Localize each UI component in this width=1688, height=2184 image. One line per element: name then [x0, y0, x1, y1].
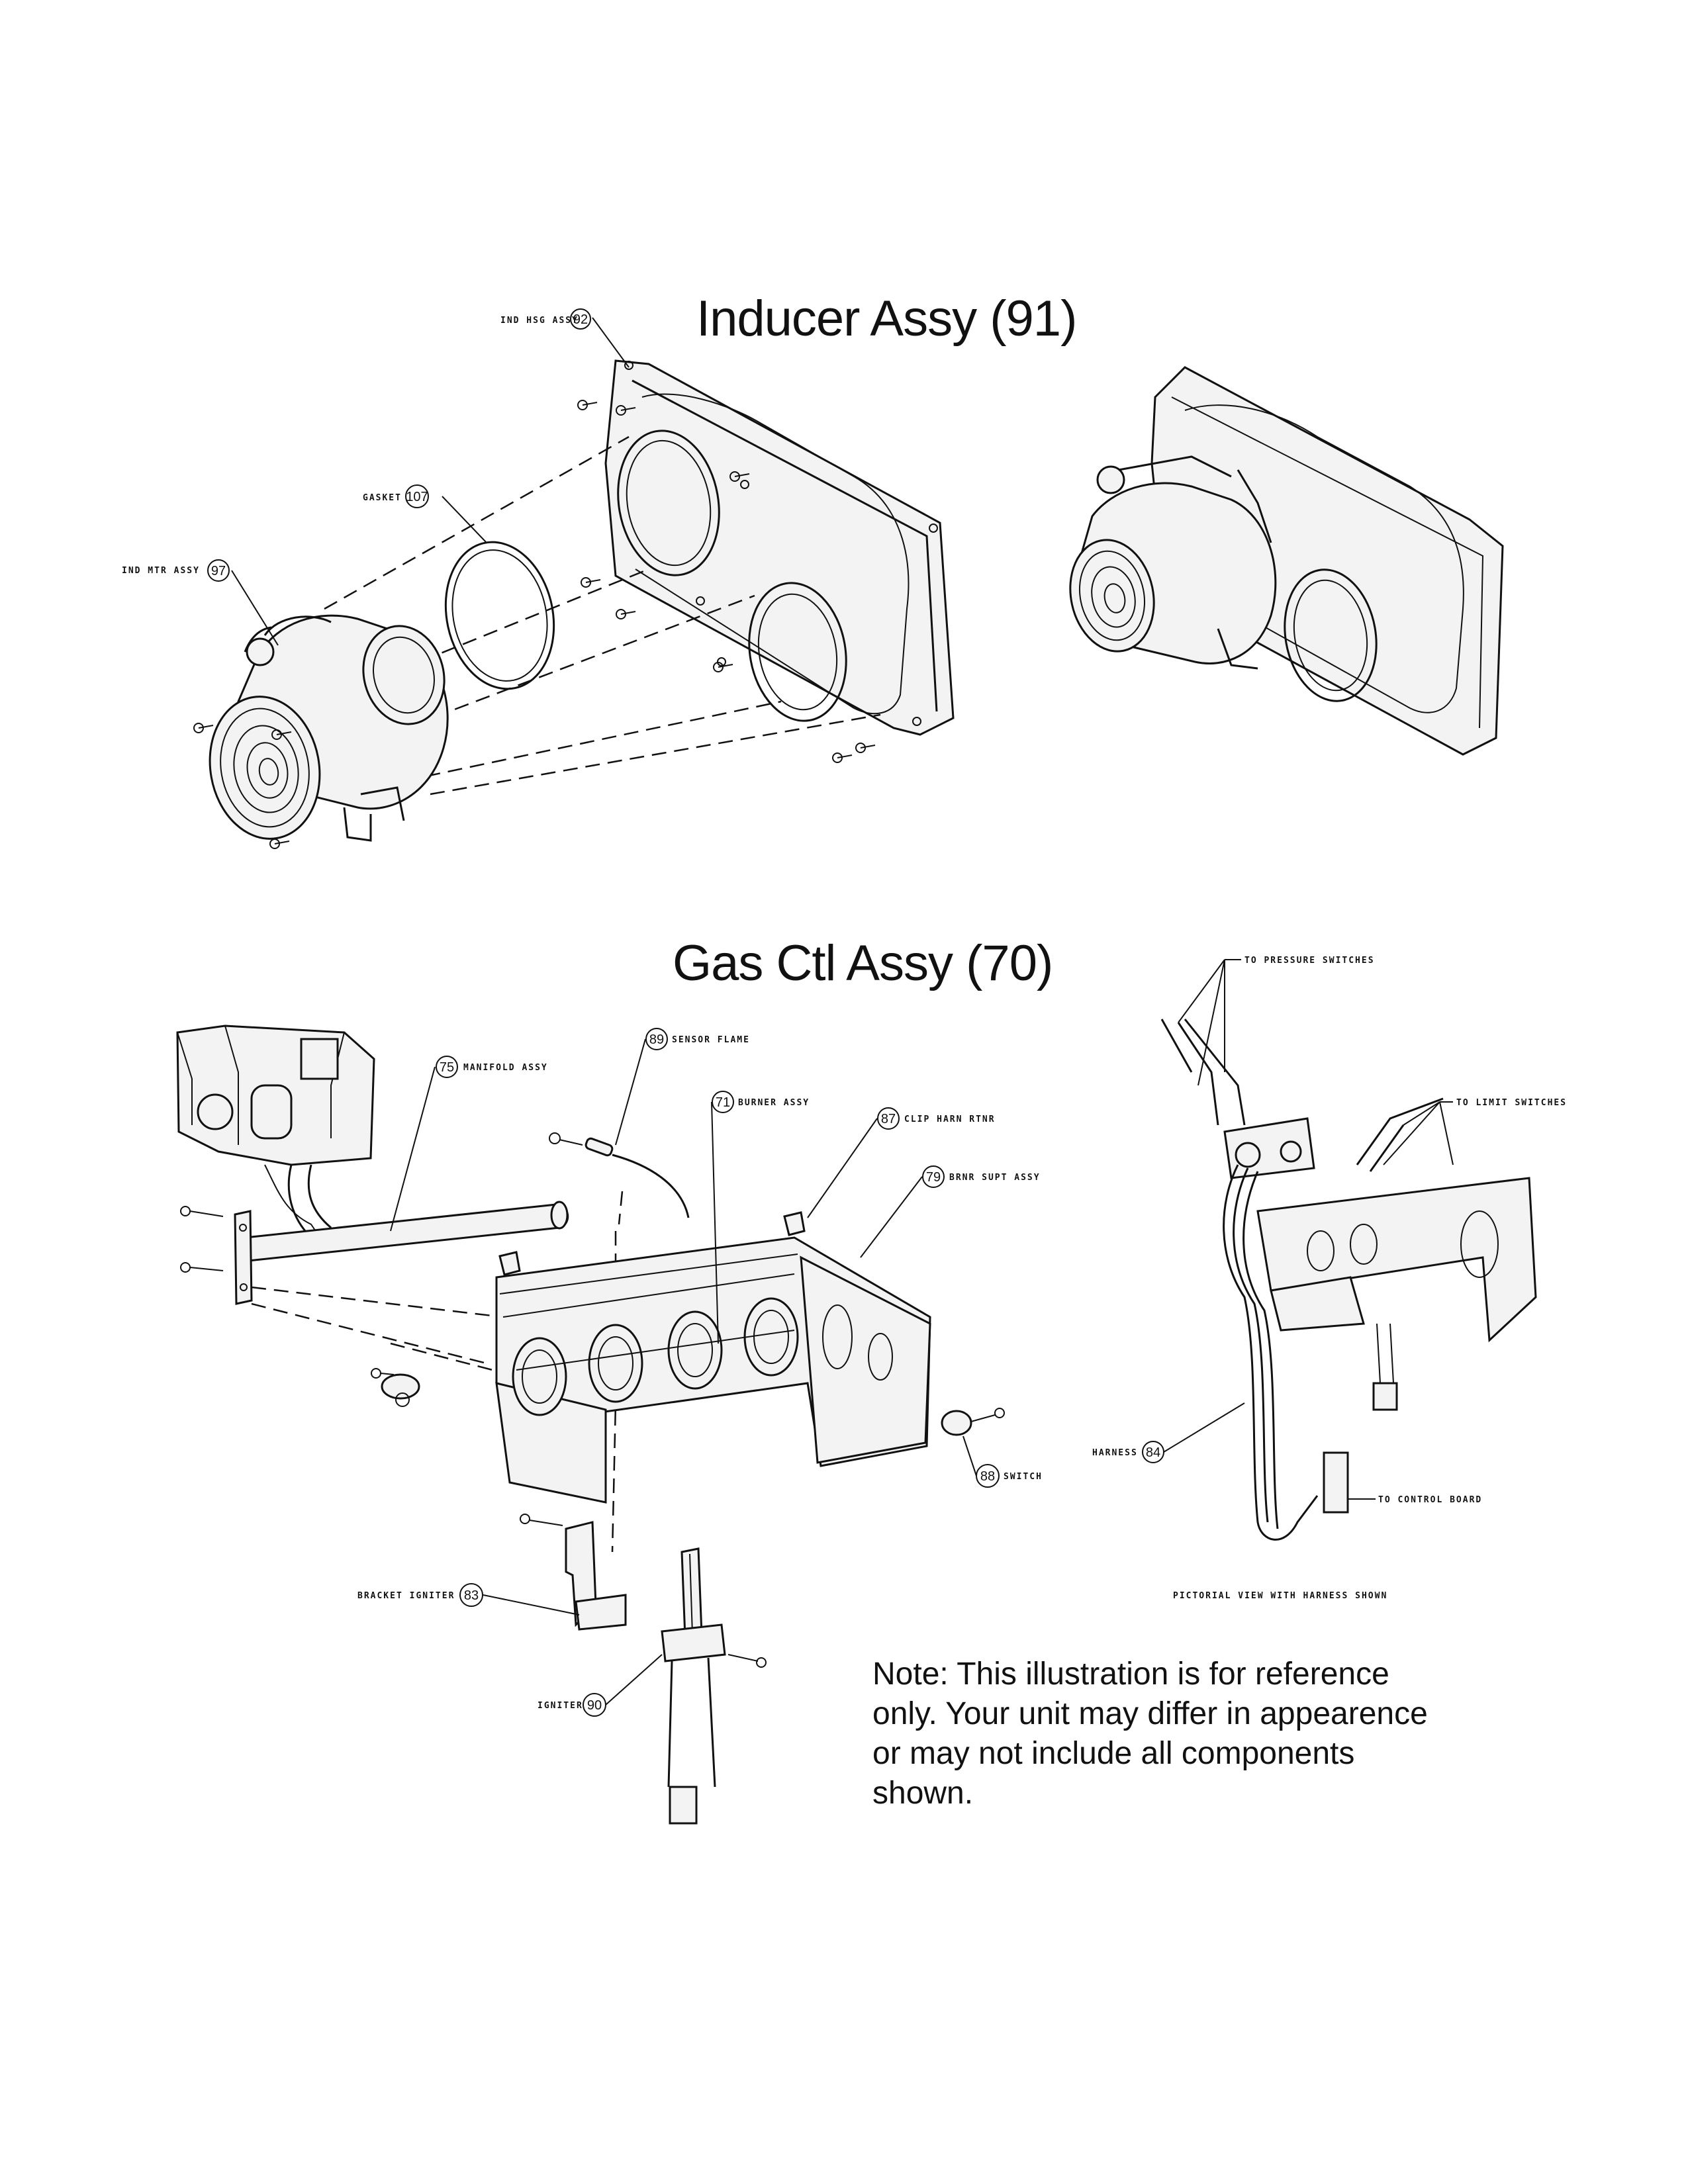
callout-brnr-supt: 79 BRNR SUPT ASSY: [922, 1165, 1041, 1188]
manifold-screws: [180, 1206, 224, 1273]
callout-number: 75: [440, 1060, 454, 1075]
callout-label: BRACKET IGNITER: [357, 1591, 455, 1601]
callout-number: 89: [649, 1032, 664, 1047]
callout-label: IND MTR ASSY: [122, 566, 200, 576]
callout-switch: 88 SWITCH: [976, 1464, 1043, 1488]
callout-label: BRNR SUPT ASSY: [949, 1173, 1041, 1183]
to-limit-switches-label: TO LIMIT SWITCHES: [1456, 1098, 1567, 1108]
manifold-pipe: [234, 1201, 569, 1305]
callout-number: 71: [716, 1095, 730, 1110]
callout-number: 88: [980, 1469, 995, 1484]
inducer-assy-title: Inducer Assy (91): [696, 291, 1077, 347]
callout-harness: HARNESS 84: [1092, 1441, 1164, 1463]
inducer-housing-exploded: [604, 359, 955, 736]
callout-leaders: [231, 317, 1454, 1706]
callout-ind-mtr: IND MTR ASSY 97: [122, 559, 230, 582]
hot-surface-igniter: [661, 1547, 767, 1825]
callout-number: 107: [406, 490, 428, 504]
motor-screws: [193, 723, 292, 849]
inducer-motor-exploded: [209, 614, 449, 842]
callout-burner: 71 BURNER ASSY: [712, 1091, 810, 1113]
to-control-board-label: TO CONTROL BOARD: [1378, 1495, 1482, 1505]
callout-number: 83: [464, 1588, 479, 1603]
callout-label: IND HSG ASSY: [500, 316, 579, 326]
callout-number: 90: [587, 1698, 602, 1713]
gasket-ring: [444, 541, 555, 690]
callout-number: 87: [881, 1112, 896, 1126]
callout-gasket: GASKET 107: [363, 484, 429, 508]
callout-sensor: 89 SENSOR FLAME: [645, 1028, 750, 1050]
reference-note: Note: This illustration is for reference…: [872, 1657, 1428, 1811]
gas-explode-lines: [251, 1191, 624, 1553]
callout-label: CLIP HARN RTNR: [904, 1115, 996, 1124]
callout-label: HARNESS: [1092, 1448, 1138, 1458]
callout-number: 84: [1146, 1445, 1160, 1460]
callout-number: 97: [211, 564, 226, 578]
callout-number: 92: [573, 312, 588, 327]
burner-tubes: [512, 1297, 799, 1416]
callout-label: SENSOR FLAME: [672, 1035, 750, 1045]
clip-harness-retainers: [498, 1211, 806, 1276]
inducer-assembled-view: [1069, 366, 1504, 756]
sensor-flame: [549, 1132, 690, 1218]
callout-label: SWITCH: [1004, 1472, 1043, 1482]
harness-pictorial: [1160, 1019, 1537, 1541]
housing-screws: [577, 400, 876, 763]
limit-switch-left: [371, 1368, 420, 1407]
harness-labels: TO PRESSURE SWITCHES TO LIMIT SWITCHES T…: [1173, 956, 1567, 1601]
callout-label: MANIFOLD ASSY: [463, 1063, 548, 1073]
igniter-bracket: [520, 1514, 627, 1631]
callout-clip: 87 CLIP HARN RTNR: [877, 1107, 996, 1130]
inducer-explode-lines: [324, 435, 881, 796]
callout-number: 79: [926, 1170, 941, 1185]
harness-view-caption: PICTORIAL VIEW WITH HARNESS SHOWN: [1173, 1591, 1387, 1601]
callout-ind-hsg: IND HSG ASSY 92: [500, 308, 591, 330]
callout-label: IGNITER: [538, 1701, 583, 1711]
rollout-switch: [941, 1408, 1005, 1436]
callout-bracket: BRACKET IGNITER 83: [357, 1583, 483, 1607]
callout-label: GASKET: [363, 493, 402, 503]
gas-valve: [176, 1024, 375, 1245]
callout-label: BURNER ASSY: [738, 1098, 810, 1108]
callout-manifold: 75 MANIFOLD ASSY: [436, 1056, 548, 1078]
to-pressure-switches-label: TO PRESSURE SWITCHES: [1244, 956, 1375, 966]
gas-ctl-assy-title: Gas Ctl Assy (70): [673, 935, 1053, 991]
callout-igniter: IGNITER 90: [538, 1693, 606, 1717]
